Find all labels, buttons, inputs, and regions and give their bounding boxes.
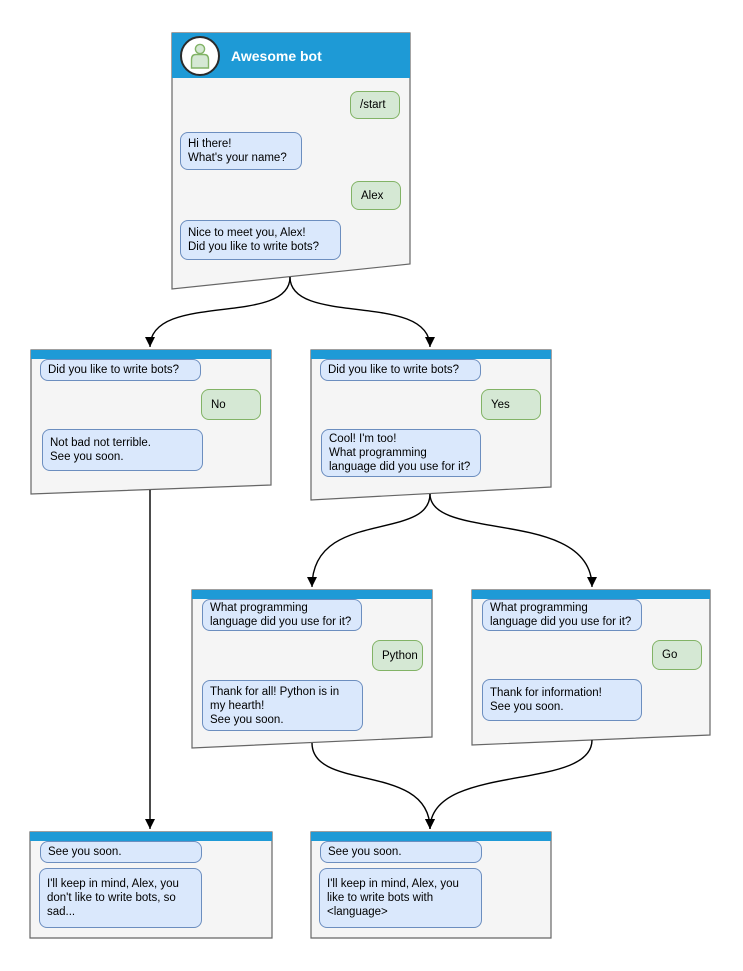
message-bubble-user: /start — [350, 91, 400, 119]
window-header — [311, 350, 551, 359]
message-bubble-user: Go — [652, 640, 702, 670]
edge-python-to-end-yes — [311, 742, 435, 830]
message-bubble-user: Python — [372, 640, 423, 671]
message-bubble-bot: Cool! I'm too! What programming language… — [321, 429, 481, 477]
chat-window-go: What programming language did you use fo… — [472, 590, 710, 745]
edge-yes-to-python — [307, 493, 431, 588]
window-header — [311, 832, 551, 841]
chat-window-start: Awesome bot /start Hi there! What's your… — [172, 33, 410, 289]
message-bubble-user: Alex — [351, 181, 401, 210]
message-bubble-bot: I'll keep in mind, Alex, you like to wri… — [319, 868, 482, 928]
message-bubble-bot: See you soon. — [320, 841, 482, 863]
window-header — [472, 590, 710, 599]
chat-window-yes-branch: Did you like to write bots? Yes Cool! I'… — [311, 350, 551, 500]
edge-start-to-no — [145, 276, 291, 348]
window-header: Awesome bot — [172, 33, 410, 78]
chat-window-python: What programming language did you use fo… — [192, 590, 432, 748]
window-header — [30, 832, 272, 841]
window-header — [31, 350, 271, 359]
message-bubble-bot: Hi there! What's your name? — [180, 132, 302, 170]
edge-go-to-end-yes — [425, 739, 593, 830]
message-bubble-bot: Did you like to write bots? — [320, 359, 481, 381]
message-bubble-bot: Not bad not terrible. See you soon. — [42, 429, 203, 471]
message-bubble-bot: Thank for information! See you soon. — [482, 679, 642, 721]
message-bubble-bot: Nice to meet you, Alex! Did you like to … — [180, 220, 341, 260]
message-bubble-bot: What programming language did you use fo… — [202, 599, 362, 631]
bot-title: Awesome bot — [231, 47, 322, 64]
chat-window-end-yes: See you soon. I'll keep in mind, Alex, y… — [311, 832, 551, 938]
message-bubble-user: Yes — [481, 389, 541, 420]
message-bubble-bot: What programming language did you use fo… — [482, 599, 642, 631]
message-bubble-bot: Did you like to write bots? — [40, 359, 201, 381]
window-header — [192, 590, 432, 599]
message-bubble-bot: I'll keep in mind, Alex, you don't like … — [39, 868, 202, 928]
chat-window-no-branch: Did you like to write bots? No Not bad n… — [31, 350, 271, 495]
message-bubble-bot: See you soon. — [40, 841, 202, 863]
person-icon — [190, 43, 210, 69]
avatar — [180, 35, 220, 76]
message-bubble-bot: Thank for all! Python is in my hearth! S… — [202, 680, 363, 731]
message-bubble-user: No — [201, 389, 261, 420]
edge-start-to-yes — [289, 276, 435, 348]
chat-window-end-no: See you soon. I'll keep in mind, Alex, y… — [30, 832, 272, 938]
edge-yes-to-go — [429, 493, 597, 588]
